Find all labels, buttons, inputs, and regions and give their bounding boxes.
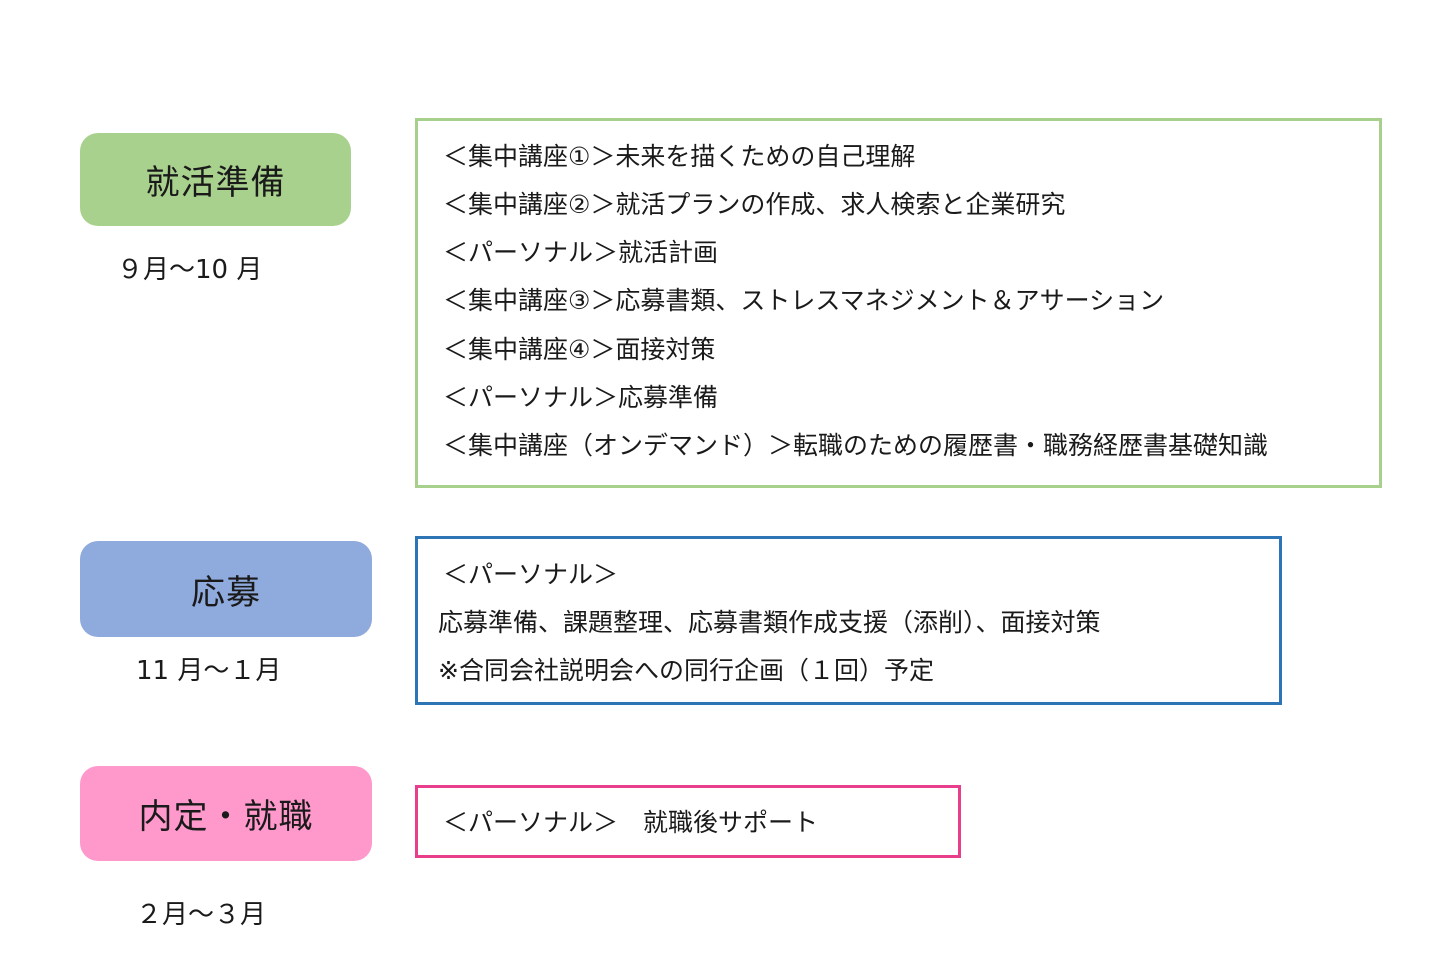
content-line: ＜集中講座②＞就活プランの作成、求人検索と企業研究 (443, 190, 1066, 219)
content-line: 応募準備、課題整理、応募書類作成支援（添削）、面接対策 (438, 608, 1101, 637)
content-line: ＜集中講座①＞未来を描くための自己理解 (443, 142, 916, 171)
content-line: ＜パーソナル＞ (443, 560, 619, 589)
stage-pill-offer-employment: 内定・就職 (80, 766, 372, 861)
stage-content-box-application: ＜パーソナル＞ 応募準備、課題整理、応募書類作成支援（添削）、面接対策 ※合同会… (415, 536, 1282, 705)
content-line: ＜パーソナル＞ 就職後サポート (443, 808, 819, 837)
stage-period: ９月～10 月 (117, 255, 263, 285)
stage-period: ２月～３月 (136, 900, 267, 930)
content-line: ※合同会社説明会への同行企画（１回）予定 (438, 656, 934, 685)
content-line: ＜パーソナル＞応募準備 (443, 383, 719, 412)
stage-pill-job-prep: 就活準備 (80, 133, 351, 226)
stage-content-box-job-prep: ＜集中講座①＞未来を描くための自己理解 ＜集中講座②＞就活プランの作成、求人検索… (415, 118, 1382, 488)
stage-title: 就活準備 (145, 163, 286, 203)
stage-period: 11 月～１月 (136, 656, 282, 686)
stage-content-box-offer-employment: ＜パーソナル＞ 就職後サポート (415, 785, 961, 858)
stage-title: 応募 (191, 572, 261, 613)
stage-title: 内定・就職 (138, 797, 314, 837)
content-line: ＜集中講座③＞応募書類、ストレスマネジメント＆アサーション (443, 286, 1165, 315)
content-line: ＜パーソナル＞就活計画 (443, 238, 719, 267)
content-line: ＜集中講座④＞面接対策 (443, 335, 716, 364)
content-line: ＜集中講座（オンデマンド）＞転職のための履歴書・職務経歴書基礎知識 (443, 431, 1269, 460)
stage-pill-application: 応募 (80, 541, 372, 637)
